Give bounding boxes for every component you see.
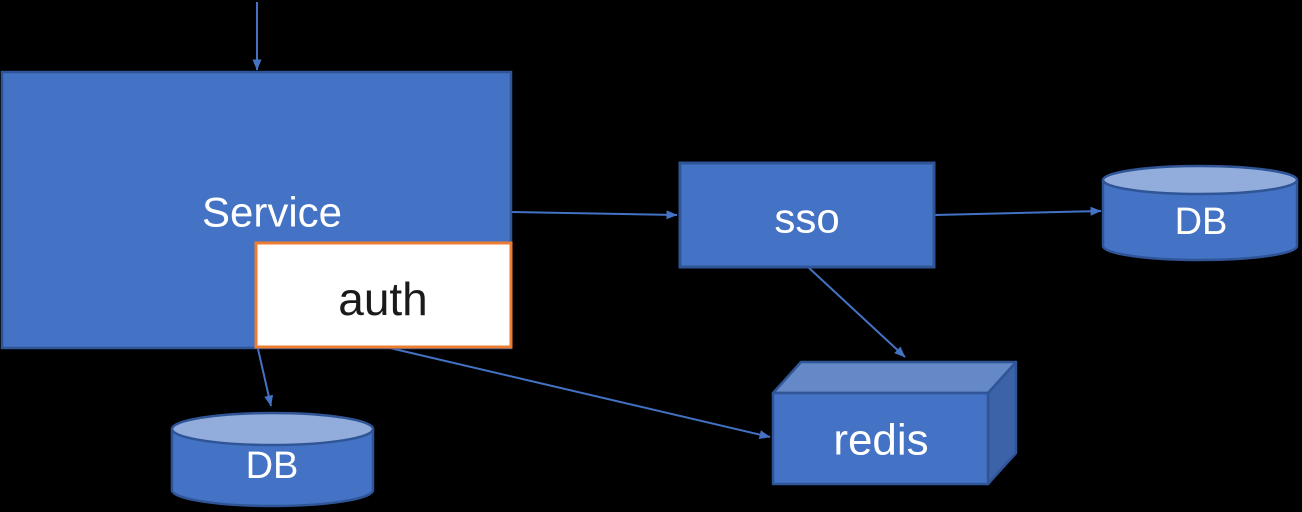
db-bottom-label: DB bbox=[246, 445, 299, 487]
node-redis: redis bbox=[771, 360, 1018, 486]
edge-auth-to-redis bbox=[389, 347, 771, 439]
sso-box bbox=[678, 161, 936, 269]
redis-label: redis bbox=[833, 416, 928, 465]
service-label: Service bbox=[202, 189, 342, 236]
node-sso: sso bbox=[678, 161, 936, 269]
db-right-cylinder-body bbox=[1101, 180, 1299, 262]
edge-service-to-db bbox=[257, 348, 274, 407]
db-right-label: DB bbox=[1175, 201, 1228, 243]
node-db-bottom: DB bbox=[170, 411, 375, 508]
node-db-right: DB bbox=[1101, 164, 1299, 262]
auth-box bbox=[254, 241, 513, 349]
edge-service-to-sso bbox=[511, 210, 678, 220]
edge-sso-to-redis bbox=[807, 266, 906, 358]
db-bottom-cylinder-body bbox=[170, 429, 375, 508]
auth-label: auth bbox=[338, 273, 428, 325]
redis-cube-top bbox=[771, 360, 1018, 395]
edge-sso-to-db bbox=[934, 206, 1102, 216]
db-bottom-cylinder-top bbox=[170, 411, 375, 447]
node-auth: auth bbox=[254, 241, 513, 349]
sso-label: sso bbox=[774, 195, 839, 242]
db-right-cylinder-top bbox=[1101, 164, 1299, 196]
redis-cube-front bbox=[771, 391, 990, 486]
